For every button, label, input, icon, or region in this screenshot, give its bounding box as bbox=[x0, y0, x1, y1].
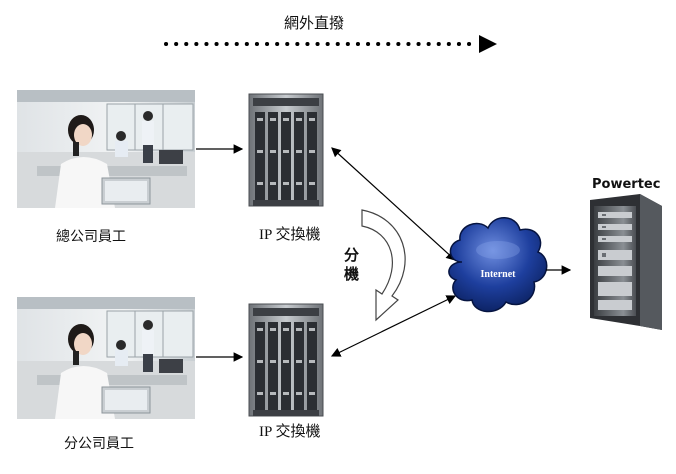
internet-label: Internet bbox=[481, 269, 517, 280]
server-label: Powertec bbox=[592, 177, 661, 192]
extension-label-2: 機 bbox=[344, 265, 360, 283]
branch-staff-label: 分公司員工 bbox=[64, 436, 134, 452]
ip-switch-bottom-label: IP 交換機 bbox=[259, 424, 321, 440]
network-switch-rack-icon bbox=[248, 93, 324, 207]
branch-staff-photo bbox=[17, 297, 195, 419]
server-rack-icon bbox=[590, 194, 662, 330]
direct-dial-label: 網外直撥 bbox=[284, 14, 345, 32]
direct-dial-arrow bbox=[164, 35, 497, 53]
office-worker-photo-icon bbox=[17, 297, 195, 419]
ip-switch-top-label: IP 交換機 bbox=[259, 227, 321, 243]
network-switch-rack-icon bbox=[248, 303, 324, 417]
switch-top-internet-arrow bbox=[331, 147, 456, 261]
hq-staff-label: 總公司員工 bbox=[56, 229, 126, 245]
hq-staff-photo bbox=[17, 90, 195, 208]
cloud-icon bbox=[448, 217, 548, 313]
switch-bottom-internet-arrow bbox=[330, 295, 457, 357]
office-worker-photo-icon bbox=[17, 90, 195, 208]
extension-curved-arrow bbox=[361, 209, 406, 322]
